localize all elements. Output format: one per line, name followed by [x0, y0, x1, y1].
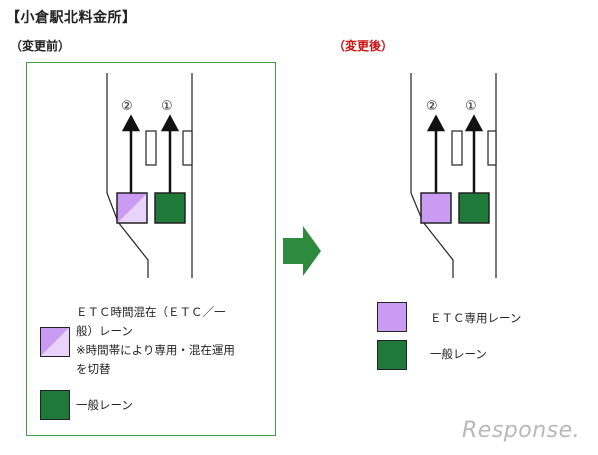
response-watermark-logo: Response.	[462, 418, 581, 443]
after-change-label: （変更後）	[333, 39, 394, 53]
after-lane-arrows	[426, 114, 484, 195]
before-change-label: （変更前）	[10, 39, 71, 53]
after-general-booth	[458, 192, 490, 224]
before-etc-mixed-booth	[116, 192, 148, 224]
legend-line: 般）レーン	[76, 324, 133, 338]
before-panel	[26, 62, 276, 436]
legend-line: を切替	[76, 362, 111, 376]
before-lane-arrows	[121, 114, 180, 195]
transition-arrow-icon	[283, 226, 321, 276]
after-etc-dedicated-booth	[420, 192, 452, 224]
before-lane-1-number: ①	[161, 99, 173, 114]
after-lane2-arrowhead	[426, 114, 446, 132]
before-road-left-diagonal	[106, 192, 149, 278]
after-toll-island	[451, 130, 463, 166]
after-general-lane-swatch	[377, 340, 407, 370]
before-legend-general-text: 一般レーン	[76, 398, 133, 412]
after-lane-1-number: ①	[465, 99, 477, 114]
etc-dedicated-lane-swatch	[377, 302, 407, 332]
general-lane-swatch	[40, 390, 70, 420]
before-toll-island-right	[182, 130, 193, 166]
etc-mixed-lane-swatch	[40, 327, 70, 357]
after-legend-etc-text: ＥＴＣ専用レーン	[430, 311, 522, 325]
before-general-booth	[154, 192, 186, 224]
before-legend-etc-mixed-text: ＥＴＣ時間混在（ＥＴＣ／一 般）レーン ※時間帯により専用・混在運用 を切替	[76, 303, 272, 379]
page-title: 【小倉駅北料金所】	[6, 10, 137, 26]
before-lane1-arrowhead	[160, 114, 180, 132]
after-toll-island-right	[487, 130, 497, 166]
after-lane1-arrowhead	[464, 114, 484, 132]
before-lane2-arrowhead	[121, 114, 141, 132]
before-toll-island	[145, 130, 157, 166]
before-lane-2-number: ②	[121, 99, 133, 114]
before-road	[106, 73, 193, 278]
after-legend-general-text: 一般レーン	[430, 347, 487, 361]
after-lane-2-number: ②	[426, 99, 438, 114]
after-road-left-diagonal	[410, 192, 454, 278]
after-road	[410, 73, 497, 278]
legend-line: ※時間帯により専用・混在運用	[76, 343, 235, 357]
legend-line: ＥＴＣ時間混在（ＥＴＣ／一	[76, 305, 226, 319]
